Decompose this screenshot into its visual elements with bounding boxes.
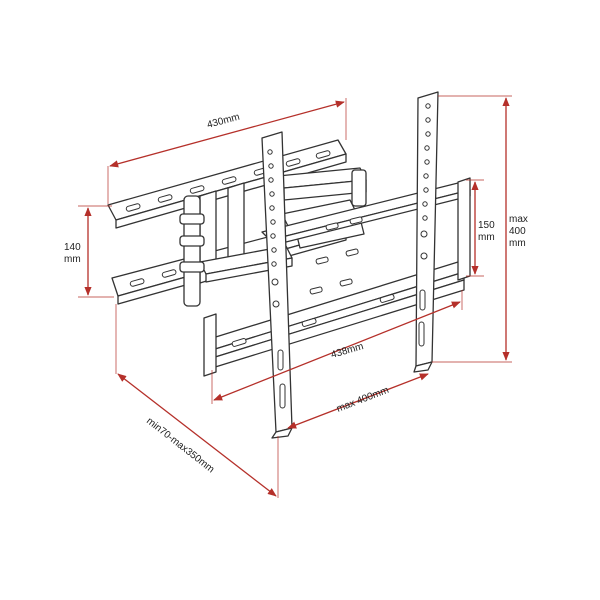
extension-label: min70-max350mm bbox=[144, 416, 216, 476]
rail-height-label: 150 bbox=[478, 220, 495, 231]
max-height-label-2: 400 bbox=[509, 226, 526, 237]
max-height-label-1: max bbox=[509, 214, 528, 225]
rail-width-label: 438mm bbox=[330, 341, 365, 361]
rail-height-unit: mm bbox=[478, 232, 495, 243]
dimension-lines bbox=[78, 95, 512, 498]
arm-height-unit: mm bbox=[64, 254, 81, 265]
max-height-label-3: mm bbox=[509, 238, 526, 249]
arm-height-label: 140 bbox=[64, 242, 81, 253]
swing-arms bbox=[179, 167, 367, 307]
width-top-label: 430mm bbox=[206, 112, 241, 131]
max-width-label: max 400mm bbox=[335, 385, 390, 415]
tv-bracket-right bbox=[413, 91, 439, 373]
